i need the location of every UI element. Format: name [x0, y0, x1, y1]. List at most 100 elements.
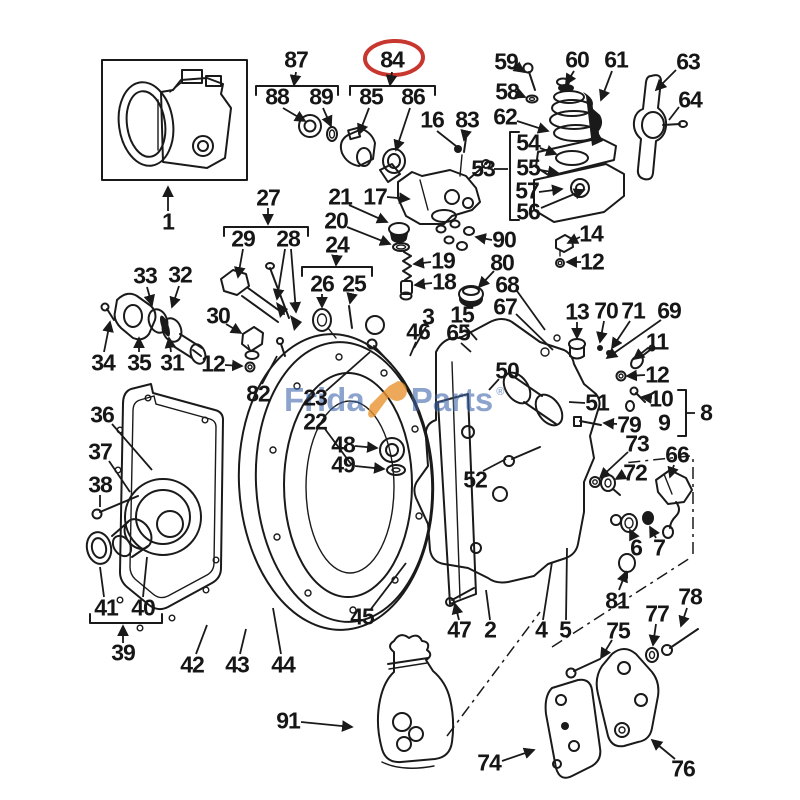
reference-lines — [446, 455, 694, 737]
part-label-44: 44 — [271, 651, 296, 678]
bolt-59-washer-58 — [522, 62, 539, 104]
leader-line-86 — [393, 107, 411, 152]
leader-line-31 — [164, 336, 177, 353]
part-label-16: 16 — [420, 106, 445, 133]
part-label-25: 25 — [342, 270, 367, 297]
leader-line-57 — [538, 184, 564, 197]
part-label-28: 28 — [276, 225, 301, 252]
part-label-29: 29 — [231, 225, 256, 252]
leader-line-87 — [289, 71, 302, 87]
part-label-50: 50 — [495, 357, 520, 384]
part-label-78: 78 — [678, 583, 703, 610]
part-label-80: 80 — [490, 249, 515, 276]
part-label-61: 61 — [604, 46, 629, 73]
part-label-70: 70 — [594, 297, 619, 324]
part-label-74: 74 — [477, 749, 502, 776]
leader-line-37 — [108, 460, 131, 493]
part-label-63: 63 — [676, 48, 701, 75]
leader-line-73 — [598, 451, 629, 480]
part-label-77: 77 — [645, 600, 670, 627]
part-label-76: 76 — [671, 755, 696, 782]
spring-19-plunger-18 — [399, 251, 413, 301]
part-label-60: 60 — [565, 46, 590, 73]
part-label-73: 73 — [625, 430, 650, 457]
part-label-64: 64 — [678, 86, 703, 113]
plug-14-ring-12 — [555, 234, 574, 268]
leader-line-80 — [477, 270, 495, 289]
part-label-90: 90 — [492, 226, 517, 253]
part-label-75: 75 — [606, 617, 631, 644]
part-label-12: 12 — [645, 361, 670, 388]
part-label-89: 89 — [309, 83, 334, 110]
lever-shaft-63-pin-64 — [632, 74, 688, 181]
part-label-51: 51 — [585, 389, 610, 416]
leader-line-55 — [539, 165, 560, 178]
leader-line-41 — [99, 566, 105, 598]
leader-line-45 — [370, 562, 407, 610]
leader-lines — [99, 61, 695, 762]
part-label-12: 12 — [580, 248, 605, 275]
part-label-35: 35 — [127, 349, 152, 376]
part-label-58: 58 — [495, 78, 520, 105]
plug-30-pins-26-25 — [241, 305, 385, 373]
leader-line-88 — [282, 107, 307, 122]
part-label-72: 72 — [623, 459, 648, 486]
leader-line-34 — [102, 320, 114, 353]
leader-line-56 — [540, 188, 586, 209]
valve-body-17 — [379, 137, 491, 225]
leader-line-82 — [261, 355, 278, 385]
leader-line-75 — [600, 639, 613, 660]
leader-line-71 — [611, 320, 631, 350]
leader-line-40 — [142, 556, 148, 598]
part-label-46: 46 — [406, 318, 431, 345]
part-label-57: 57 — [515, 177, 540, 204]
part-label-12: 12 — [201, 350, 226, 377]
part-label-55: 55 — [516, 154, 541, 181]
leader-line-78 — [678, 607, 690, 628]
leader-line-42 — [195, 624, 208, 655]
part-label-91: 91 — [276, 707, 301, 734]
part-label-66: 66 — [665, 441, 690, 468]
leader-line-43 — [239, 628, 247, 655]
leader-line-22 — [324, 428, 352, 465]
transmission-case — [413, 318, 601, 607]
part-label-71: 71 — [621, 297, 646, 324]
leader-line-89 — [321, 107, 333, 128]
leader-line-74 — [501, 747, 536, 762]
leader-line-77 — [648, 623, 661, 647]
part-label-14: 14 — [579, 220, 604, 247]
part-label-41: 41 — [94, 594, 119, 621]
leader-line-76 — [650, 738, 676, 760]
front-cover-hub — [85, 383, 224, 632]
part-label-33: 33 — [133, 262, 158, 289]
part-label-7: 7 — [653, 534, 666, 561]
plug-88-washer-89 — [298, 114, 338, 142]
part-label-40: 40 — [131, 594, 156, 621]
leader-line-16 — [436, 130, 457, 147]
leader-line-91 — [300, 720, 354, 732]
part-label-37: 37 — [88, 438, 113, 465]
leader-line-44 — [272, 607, 282, 655]
part-label-31: 31 — [160, 349, 185, 376]
part-label-86: 86 — [401, 83, 426, 110]
part-label-20: 20 — [324, 207, 349, 234]
leader-line-28 — [272, 248, 286, 301]
leader-line-69 — [605, 319, 662, 360]
part-label-54: 54 — [516, 129, 541, 156]
leader-line-59 — [512, 61, 526, 74]
leader-line-19 — [412, 257, 432, 269]
leader-line-46 — [409, 341, 417, 357]
leader-line-72 — [614, 468, 628, 480]
part-label-18: 18 — [432, 268, 457, 295]
flywheel-housing — [237, 333, 435, 631]
leader-line-63 — [654, 69, 677, 92]
leader-line-70 — [596, 320, 608, 344]
leader-line-17 — [386, 192, 411, 204]
part-label-34: 34 — [91, 349, 116, 376]
leader-line-28 — [289, 248, 302, 314]
part-label-6: 6 — [630, 534, 643, 561]
shift-lever-assembly — [533, 77, 625, 223]
part-label-87: 87 — [284, 46, 309, 73]
part-label-15: 15 — [450, 301, 475, 328]
